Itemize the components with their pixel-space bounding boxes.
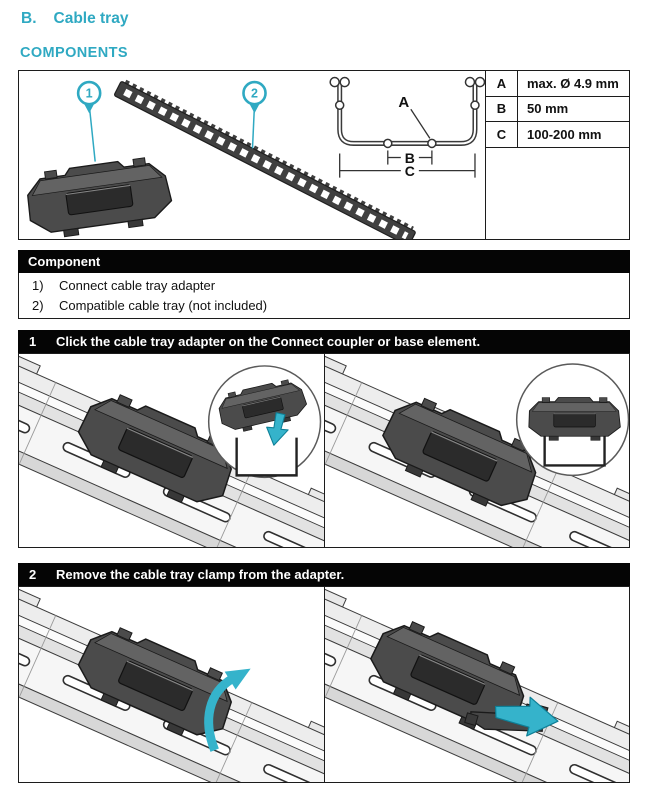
spec-value: max. Ø 4.9 mm bbox=[527, 75, 619, 91]
tray-profile-diagram: A B C bbox=[329, 76, 485, 179]
callout-1-pin: 1 bbox=[76, 80, 102, 162]
components-illustration: 1 2 A bbox=[23, 76, 485, 239]
dim-label-a: A bbox=[398, 94, 409, 111]
spec-row-c: C 100-200 mm bbox=[486, 122, 629, 148]
page-title-letter: B. bbox=[21, 10, 37, 27]
step-1-bar: 1 Click the cable tray adapter on the Co… bbox=[18, 330, 630, 353]
dim-label-b: B bbox=[405, 150, 415, 166]
page-title-text: Cable tray bbox=[53, 10, 129, 27]
spec-key: A bbox=[486, 71, 518, 96]
step-2-right-illustration bbox=[324, 587, 629, 782]
adapter-illustration bbox=[23, 154, 176, 239]
step-1-illustrations bbox=[18, 353, 630, 548]
section-heading: COMPONENTS bbox=[20, 45, 128, 61]
component-table-header: Component bbox=[18, 250, 630, 273]
callout-2-pin: 2 bbox=[242, 80, 267, 149]
step-1-number: 1 bbox=[29, 334, 37, 349]
step-1-left-illustration bbox=[19, 354, 324, 547]
curved-arrow-icon bbox=[204, 668, 251, 752]
component-label: Connect cable tray adapter bbox=[59, 278, 216, 293]
spec-key: B bbox=[486, 96, 518, 121]
step-2-number: 2 bbox=[29, 567, 37, 582]
step-2-instruction: Remove the cable tray clamp from the ada… bbox=[56, 567, 345, 582]
step-1-panel-right bbox=[323, 354, 629, 547]
spec-table: A max. Ø 4.9 mm B 50 mm C 100-200 mm bbox=[485, 71, 629, 239]
detail-inset-click bbox=[207, 365, 322, 479]
cable-tray-strip-illustration bbox=[114, 79, 416, 239]
dim-label-c: C bbox=[405, 163, 415, 179]
spec-row-b: B 50 mm bbox=[486, 96, 629, 122]
component-number: 2) bbox=[32, 298, 44, 313]
component-row-2: 2) Compatible cable tray (not included) bbox=[19, 296, 629, 316]
components-figure-box: 1 2 A bbox=[18, 70, 630, 240]
step-2-panel-left bbox=[19, 587, 324, 782]
page-title: B. Cable tray bbox=[21, 10, 128, 28]
spec-value: 50 mm bbox=[527, 101, 569, 117]
callout-1-number: 1 bbox=[86, 87, 93, 101]
step-1-instruction: Click the cable tray adapter on the Conn… bbox=[56, 334, 481, 349]
step-2-illustrations bbox=[18, 586, 630, 783]
spec-value: 100-200 mm bbox=[527, 126, 602, 142]
step-2-bar: 2 Remove the cable tray clamp from the a… bbox=[18, 563, 630, 586]
callout-2-number: 2 bbox=[251, 87, 258, 101]
spec-key: C bbox=[486, 122, 518, 147]
step-2-left-illustration bbox=[19, 587, 324, 782]
component-label: Compatible cable tray (not included) bbox=[59, 298, 268, 313]
component-number: 1) bbox=[32, 278, 44, 293]
step-2-panel-right bbox=[323, 587, 629, 782]
spec-row-a: A max. Ø 4.9 mm bbox=[486, 71, 629, 97]
detail-inset-seated bbox=[515, 363, 629, 477]
component-table-body: 1) Connect cable tray adapter 2) Compati… bbox=[18, 273, 630, 319]
components-figure: 1 2 A bbox=[19, 71, 485, 239]
component-row-1: 1) Connect cable tray adapter bbox=[19, 276, 629, 296]
step-1-right-illustration bbox=[324, 354, 629, 547]
step-1-panel-left bbox=[19, 354, 324, 547]
